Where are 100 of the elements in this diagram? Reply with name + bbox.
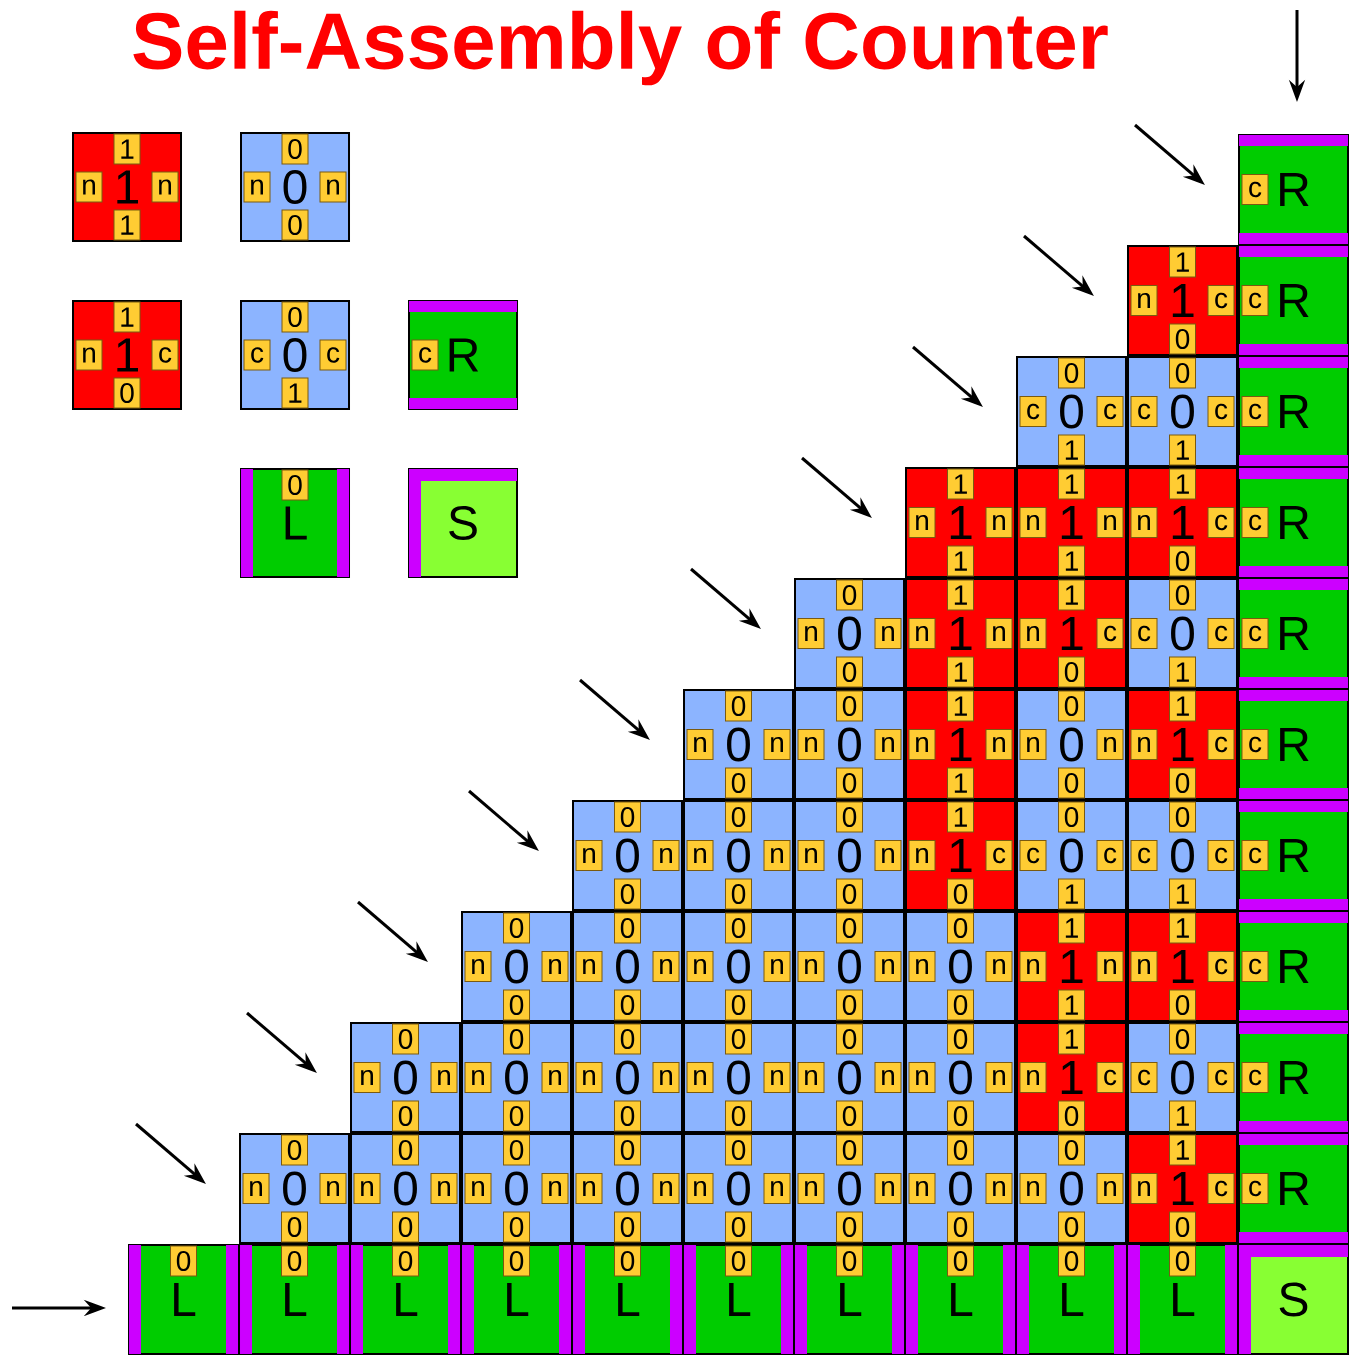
glue-label: n [763, 840, 791, 871]
glue-label: 0 [947, 1245, 974, 1277]
tile [794, 578, 905, 689]
tile-symbol: R [1280, 950, 1309, 983]
glue-label: 1 [1169, 690, 1196, 722]
glue-label: 0 [725, 989, 752, 1021]
tile [461, 1244, 572, 1355]
glue-label: 0 [614, 801, 641, 833]
glue-label: n [541, 1173, 569, 1204]
glue-label: 0 [503, 1023, 530, 1055]
glue-label: n [985, 507, 1013, 538]
glue-label: 0 [836, 878, 863, 910]
tile-symbol: 0 [838, 1171, 861, 1206]
glue-label: 1 [1058, 912, 1085, 944]
glue-label: 1 [1058, 989, 1085, 1021]
glue-label: 0 [836, 801, 863, 833]
glue-label: c [1241, 1173, 1269, 1204]
glue-label: n [1019, 951, 1047, 982]
glue-label: c [1096, 396, 1124, 427]
tile [1016, 800, 1127, 911]
glue-label: 1 [1169, 246, 1196, 278]
tile-symbol: L [285, 1283, 307, 1316]
glue-label: 0 [1058, 1211, 1085, 1243]
glue-label: 0 [503, 1100, 530, 1132]
tile [240, 468, 350, 578]
tile-symbol: 1 [1061, 617, 1083, 650]
glue-label: c [1130, 1062, 1158, 1093]
glue-label: 0 [503, 1134, 530, 1166]
tile-symbol: L [1173, 1283, 1195, 1316]
glue-label: 0 [392, 1245, 419, 1277]
glue-label: 0 [1169, 545, 1196, 577]
tile-symbol: 0 [838, 838, 861, 873]
glue-label: 1 [1169, 1134, 1196, 1166]
glue-label: n [797, 840, 825, 871]
glue-label: 0 [725, 1134, 752, 1166]
glue-label: 0 [725, 690, 752, 722]
glue-label: 0 [725, 1100, 752, 1132]
tile [72, 300, 182, 410]
glue-label: 0 [503, 1245, 530, 1277]
tile [1238, 800, 1349, 911]
glue-label: n [1130, 507, 1158, 538]
glue-label: n [908, 507, 936, 538]
glue-label: 0 [281, 1245, 308, 1277]
glue-label: n [464, 951, 492, 982]
tile [572, 1244, 683, 1355]
tile [1016, 578, 1127, 689]
glue-label: c [1207, 951, 1235, 982]
glue-label: n [874, 1062, 902, 1093]
glue-label: 0 [503, 989, 530, 1021]
tile [350, 1244, 461, 1355]
glue-label: c [1241, 174, 1269, 205]
tile-symbol: 0 [616, 1060, 639, 1095]
glue-label: 1 [947, 579, 974, 611]
tile-symbol: 0 [727, 838, 750, 873]
glue-label: n [686, 729, 714, 760]
tile-symbol: 1 [1172, 506, 1194, 539]
glue-label: 1 [947, 545, 974, 577]
glue-label: 0 [836, 1023, 863, 1055]
tile [1016, 1244, 1127, 1355]
tile-symbol: 0 [283, 338, 307, 372]
glue-label: 0 [1169, 989, 1196, 1021]
glue-label: n [464, 1062, 492, 1093]
glue-label: c [1241, 396, 1269, 427]
tile-symbol: 1 [1061, 950, 1083, 983]
glue-label: c [1096, 1062, 1124, 1093]
glue-label: n [1130, 729, 1158, 760]
glue-label: 1 [1058, 878, 1085, 910]
glue-label: n [1019, 1062, 1047, 1093]
tile-symbol: 1 [950, 839, 972, 872]
glue-label: 0 [1169, 767, 1196, 799]
glue-label: 0 [113, 377, 141, 409]
tile [905, 467, 1016, 578]
glue-label: c [1096, 840, 1124, 871]
tile [408, 468, 518, 578]
glue-label: n [874, 951, 902, 982]
glue-label: 0 [836, 1134, 863, 1166]
glue-label: 0 [281, 209, 309, 241]
glue-label: n [763, 729, 791, 760]
tile [683, 1244, 794, 1355]
glue-label: n [652, 1062, 680, 1093]
glue-label: c [1207, 618, 1235, 649]
glue-label: 0 [725, 1023, 752, 1055]
glue-label: n [874, 1173, 902, 1204]
tile-symbol: 1 [950, 728, 972, 761]
glue-label: n [763, 1062, 791, 1093]
tile-symbol: 0 [616, 949, 639, 984]
tile-symbol: 0 [505, 949, 528, 984]
tile-symbol: 0 [1060, 1171, 1083, 1206]
glue-label: c [1096, 618, 1124, 649]
tile [1127, 245, 1238, 356]
tile [1016, 1133, 1127, 1244]
glue-label: c [1241, 951, 1269, 982]
tile-symbol: 0 [1171, 394, 1194, 429]
tile-symbol: 1 [117, 170, 138, 204]
glue-label: n [652, 951, 680, 982]
glue-label: 0 [836, 1100, 863, 1132]
glue-label: 0 [614, 1245, 641, 1277]
tile-symbol: R [1280, 395, 1309, 428]
glue-label: 0 [503, 1211, 530, 1243]
glue-label: 0 [725, 1245, 752, 1277]
